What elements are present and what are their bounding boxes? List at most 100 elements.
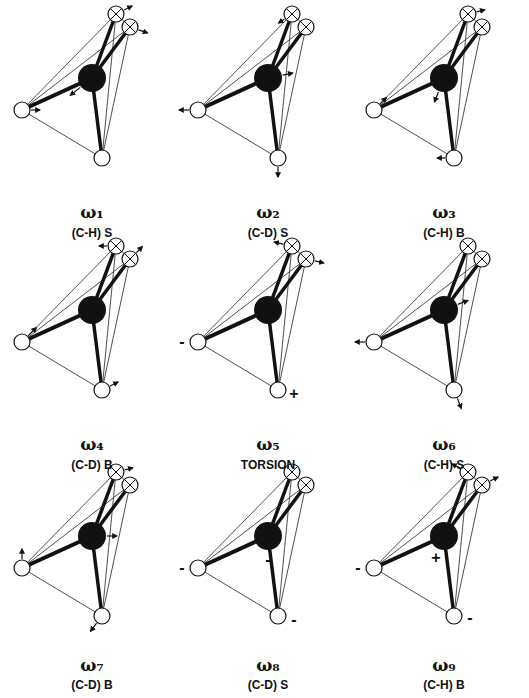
atom xyxy=(298,251,314,267)
atom xyxy=(270,382,286,398)
atom xyxy=(94,382,110,398)
edge-line xyxy=(198,342,278,390)
atom-cross xyxy=(477,480,487,490)
molecule xyxy=(14,464,138,631)
phase-sign: - xyxy=(467,609,472,627)
atom-cross xyxy=(463,241,473,251)
displacement-arrow xyxy=(91,623,97,631)
atom xyxy=(14,560,30,576)
atom xyxy=(108,238,124,254)
molecule xyxy=(14,6,148,166)
mode-type: (C-H) S xyxy=(72,226,113,240)
displacement-arrow xyxy=(31,109,40,110)
atom xyxy=(94,150,110,166)
edge-line xyxy=(22,110,102,158)
atom-cross xyxy=(111,241,121,251)
atom xyxy=(190,334,206,350)
mode-type: (C-D) B xyxy=(71,458,112,472)
displacement-arrow xyxy=(457,398,461,408)
molecule xyxy=(190,238,324,398)
mode-type: TORSION xyxy=(241,458,295,472)
edge-line xyxy=(22,568,102,616)
atom-cross xyxy=(125,480,135,490)
molecule xyxy=(366,6,490,166)
atom xyxy=(190,560,206,576)
molecule xyxy=(355,238,490,408)
displacement-arrow xyxy=(70,87,80,95)
mode-type: (C-D) B xyxy=(71,678,112,692)
atom xyxy=(474,19,490,35)
atom-cross xyxy=(125,254,135,264)
mode-number: ω₃ xyxy=(432,202,456,222)
carbon-atom xyxy=(430,64,458,92)
atom-cross xyxy=(287,9,297,19)
atom xyxy=(446,150,462,166)
atom xyxy=(298,477,314,493)
carbon-atom xyxy=(78,522,106,550)
atom xyxy=(14,102,30,118)
atom xyxy=(366,102,382,118)
displacement-arrow xyxy=(283,73,293,75)
displacement-arrow xyxy=(434,92,438,102)
atom xyxy=(460,238,476,254)
displacement-arrow xyxy=(107,535,117,536)
carbon-atom xyxy=(254,522,282,550)
atom-cross xyxy=(477,254,487,264)
atom xyxy=(270,150,286,166)
atom xyxy=(190,102,206,118)
atom xyxy=(446,608,462,624)
atom xyxy=(284,238,300,254)
mode-number: ω₉ xyxy=(432,655,456,675)
displacement-arrow xyxy=(458,300,468,304)
carbon-atom xyxy=(78,296,106,324)
mode-number: ω₁ xyxy=(80,202,104,222)
atom xyxy=(474,477,490,493)
edge-line xyxy=(374,568,454,616)
atom xyxy=(108,6,124,22)
atom xyxy=(446,382,462,398)
displacement-arrow xyxy=(110,382,118,386)
carbon-atom xyxy=(430,296,458,324)
atom-cross xyxy=(287,241,297,251)
mode-type: (C-H) B xyxy=(423,226,464,240)
phase-sign: + xyxy=(289,385,298,403)
mode-number: ω₅ xyxy=(256,434,280,454)
carbon-atom xyxy=(78,64,106,92)
displacement-arrow xyxy=(125,468,133,470)
phase-sign: + xyxy=(431,549,440,567)
mode-number: ω₆ xyxy=(432,434,456,454)
displacement-arrow xyxy=(179,109,189,110)
atom-cross xyxy=(301,22,311,32)
phase-sign: - xyxy=(179,333,184,351)
atom-cross xyxy=(477,22,487,32)
displacement-arrow xyxy=(274,242,283,244)
molecule xyxy=(366,464,498,624)
phase-sign: - xyxy=(355,559,360,577)
atom-cross xyxy=(301,254,311,264)
edge-line xyxy=(22,342,102,390)
carbon-atom xyxy=(254,296,282,324)
mode-number: ω₇ xyxy=(80,655,104,675)
atom xyxy=(122,251,138,267)
displacement-arrow xyxy=(99,245,107,246)
displacement-arrow xyxy=(136,247,142,253)
mode-number: ω₂ xyxy=(256,202,280,222)
molecule xyxy=(190,464,314,624)
mode-type: (C-H) B xyxy=(423,678,464,692)
atom xyxy=(460,6,476,22)
molecule xyxy=(14,238,142,398)
atom-cross xyxy=(301,480,311,490)
mode-type: (C-D) S xyxy=(248,226,289,240)
displacement-arrow xyxy=(490,477,498,481)
phase-sign: - xyxy=(179,559,184,577)
atom-cross xyxy=(125,22,135,32)
mode-number: ω₈ xyxy=(256,655,280,675)
displacement-arrow xyxy=(277,167,278,177)
atom xyxy=(284,6,300,22)
displacement-arrow xyxy=(279,19,285,23)
atom xyxy=(298,19,314,35)
phase-sign: - xyxy=(291,611,296,629)
displacement-arrow xyxy=(437,157,445,158)
